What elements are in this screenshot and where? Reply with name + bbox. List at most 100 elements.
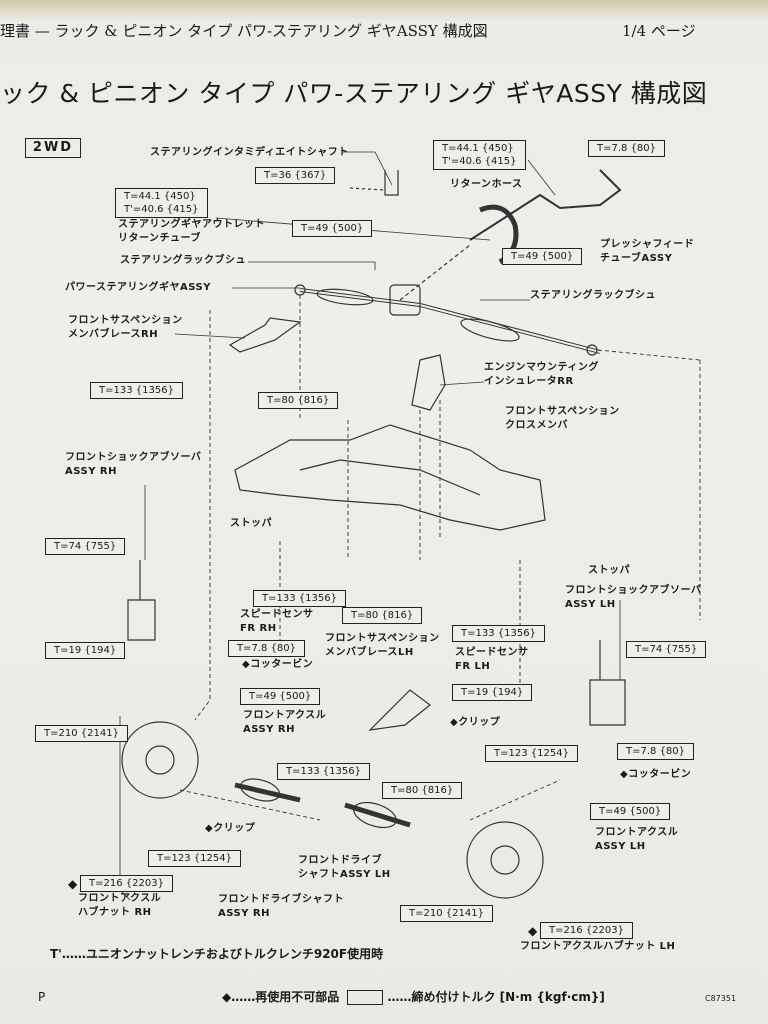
torque-value: T=44.1 {450} xyxy=(124,191,196,202)
torque-value: T'=40.6 {415} xyxy=(442,156,517,167)
part-label-line: フロントドライブシャフト xyxy=(218,894,344,905)
part-label-line: パワーステアリングギヤASSY xyxy=(65,282,211,293)
part-label-line: スピードセンサ xyxy=(240,609,314,620)
torque-value: T=80 {816} xyxy=(391,785,454,796)
torque-value: T=49 {500} xyxy=(599,806,662,817)
pressure-feed-tube xyxy=(469,169,622,241)
torque-legend: ……締め付けトルク [N·m {kgf·cm}] xyxy=(387,990,605,1004)
shock-absorber-lh xyxy=(589,640,626,726)
part-label-line: ASSY RH xyxy=(218,908,270,919)
torque-value: T=44.1 {450} xyxy=(442,143,514,154)
torque-spec-box: T=19 {194} xyxy=(45,642,126,659)
torque-value: T=49 {500} xyxy=(249,691,312,702)
torque-value: T=7.8 {80} xyxy=(237,643,297,654)
page-letter: P xyxy=(38,990,46,1004)
shock-absorber-rh xyxy=(127,560,156,641)
torque-value: T'=40.6 {415} xyxy=(124,204,199,215)
part-label-line: ◆コッタービン xyxy=(242,659,314,670)
part-label-line: シャフトASSY LH xyxy=(298,869,391,880)
torque-box-icon xyxy=(347,990,384,1005)
part-label: ステアリングラックブシュ xyxy=(120,254,246,268)
torque-value: T=210 {2141} xyxy=(44,728,119,739)
part-label: パワーステアリングギヤASSY xyxy=(65,281,211,295)
part-label-line: ◆クリップ xyxy=(205,823,256,834)
torque-value: T=133 {1356} xyxy=(461,628,536,639)
part-label-line: ◆クリップ xyxy=(450,717,501,728)
part-label-line: ハブナット RH xyxy=(78,907,152,918)
torque-spec-box: T=7.8 {80} xyxy=(617,743,695,760)
part-label-line: リターンホース xyxy=(450,179,523,190)
part-label: フロントドライブシャフトASSY LH xyxy=(298,854,391,882)
torque-spec-box: ◆ T=216 {2203} xyxy=(528,922,633,939)
part-label-line: ASSY LH xyxy=(565,599,616,610)
torque-spec-box: T=7.8 {80} xyxy=(228,640,306,657)
torque-spec-box: T=36 {367} xyxy=(255,167,336,184)
drive-shaft-rh xyxy=(234,782,301,803)
torque-value: T=7.8 {80} xyxy=(597,143,657,154)
torque-value: T=216 {2203} xyxy=(89,878,164,889)
torque-value: T=210 {2141} xyxy=(409,908,484,919)
torque-value: T=74 {755} xyxy=(635,644,698,655)
drive-shaft-lh xyxy=(344,802,411,828)
part-label: リターンホース xyxy=(450,178,523,192)
torque-value: T=216 {2203} xyxy=(549,925,624,936)
front-axle-rh xyxy=(121,721,199,799)
torque-spec-box: T=49 {500} xyxy=(240,688,321,705)
part-label-line: フロントサスペンション xyxy=(505,406,620,417)
legend: ◆……再使用不可部品 ……締め付けトルク [N·m {kgf·cm}] xyxy=(222,988,605,1005)
non-reusable-legend: ……再使用不可部品 xyxy=(231,990,340,1004)
torque-spec-box: T=133 {1356} xyxy=(253,590,346,607)
part-label: フロントショックアブソーバ ASSY RH xyxy=(65,451,201,479)
part-label-line: チューブASSY xyxy=(600,253,673,264)
part-label-line: フロントショックアブソーバ xyxy=(65,452,202,463)
part-label-line: メンバブレースLH xyxy=(325,647,414,658)
part-label: プレッシャフィードチューブASSY xyxy=(600,238,694,266)
torque-spec-box: T=133 {1356} xyxy=(452,625,545,642)
torque-value: T=80 {816} xyxy=(351,610,414,621)
part-label-line: ASSY LH xyxy=(595,841,646,852)
non-reusable-diamond-icon: ◆ xyxy=(528,924,538,938)
part-label: エンジンマウンティングインシュレータRR xyxy=(484,361,599,389)
torque-value: T=49 {500} xyxy=(511,251,574,262)
member-brace-lh xyxy=(368,689,431,731)
part-label-line: ASSY RH xyxy=(243,724,295,735)
torque-spec-box: T=133 {1356} xyxy=(277,763,370,780)
part-label: ◆クリップ xyxy=(450,716,500,730)
part-label: ステアリングインタミディエイトシャフト xyxy=(150,146,349,160)
part-label-line: ◆コッタービン xyxy=(620,769,692,780)
torque-spec-box: T=80 {816} xyxy=(382,782,463,799)
part-label: ストッパ xyxy=(588,564,630,578)
torque-spec-box: T=80 {816} xyxy=(342,607,423,624)
part-label-line: クロスメンバ xyxy=(505,420,568,431)
torque-value: T=123 {1254} xyxy=(494,748,569,759)
crossmember xyxy=(234,424,546,531)
torque-spec-box: T=19 {194} xyxy=(452,684,533,701)
part-label: ステアリングラックブシュ xyxy=(530,289,656,303)
part-label-line: フロントアクスル xyxy=(595,827,679,838)
figure-code: C87351 xyxy=(705,994,737,1003)
part-label: フロントドライブシャフト ASSY RH xyxy=(218,893,344,921)
engine-mount xyxy=(411,354,446,411)
part-label: フロントサスペンションメンバブレースLH xyxy=(325,632,440,660)
part-label: フロントショックアブソーバ ASSY LH xyxy=(565,584,701,612)
torque-spec-box: T=210 {2141} xyxy=(400,905,493,922)
part-label-line: ステアリングギヤアウトレット xyxy=(118,219,265,230)
running-header: 理書 — ラック & ピニオン タイプ パワ-ステアリング ギヤASSY 構成図 xyxy=(0,22,488,40)
part-label-line: フロントショックアブソーバ xyxy=(565,585,702,596)
torque-value: T=133 {1356} xyxy=(262,593,337,604)
torque-value: T=36 {367} xyxy=(264,170,327,181)
torque-spec-box: T=123 {1254} xyxy=(148,850,241,867)
front-axle-lh xyxy=(466,821,544,899)
variant-badge: 2WD xyxy=(25,138,81,158)
part-label-line: プレッシャフィード xyxy=(600,239,695,250)
part-label: フロントアクスルハブナット LH xyxy=(520,940,675,954)
part-label-line: ストッパ xyxy=(230,518,272,529)
torque-value: T=133 {1356} xyxy=(99,385,174,396)
torque-spec-box: T=44.1 {450} T'=40.6 {415} xyxy=(433,140,526,170)
part-label-line: フロントアクスル xyxy=(78,893,162,904)
part-label: ◆コッタービン xyxy=(242,658,313,672)
part-label-line: スピードセンサ xyxy=(455,647,529,658)
part-label-line: ASSY RH xyxy=(65,466,117,477)
